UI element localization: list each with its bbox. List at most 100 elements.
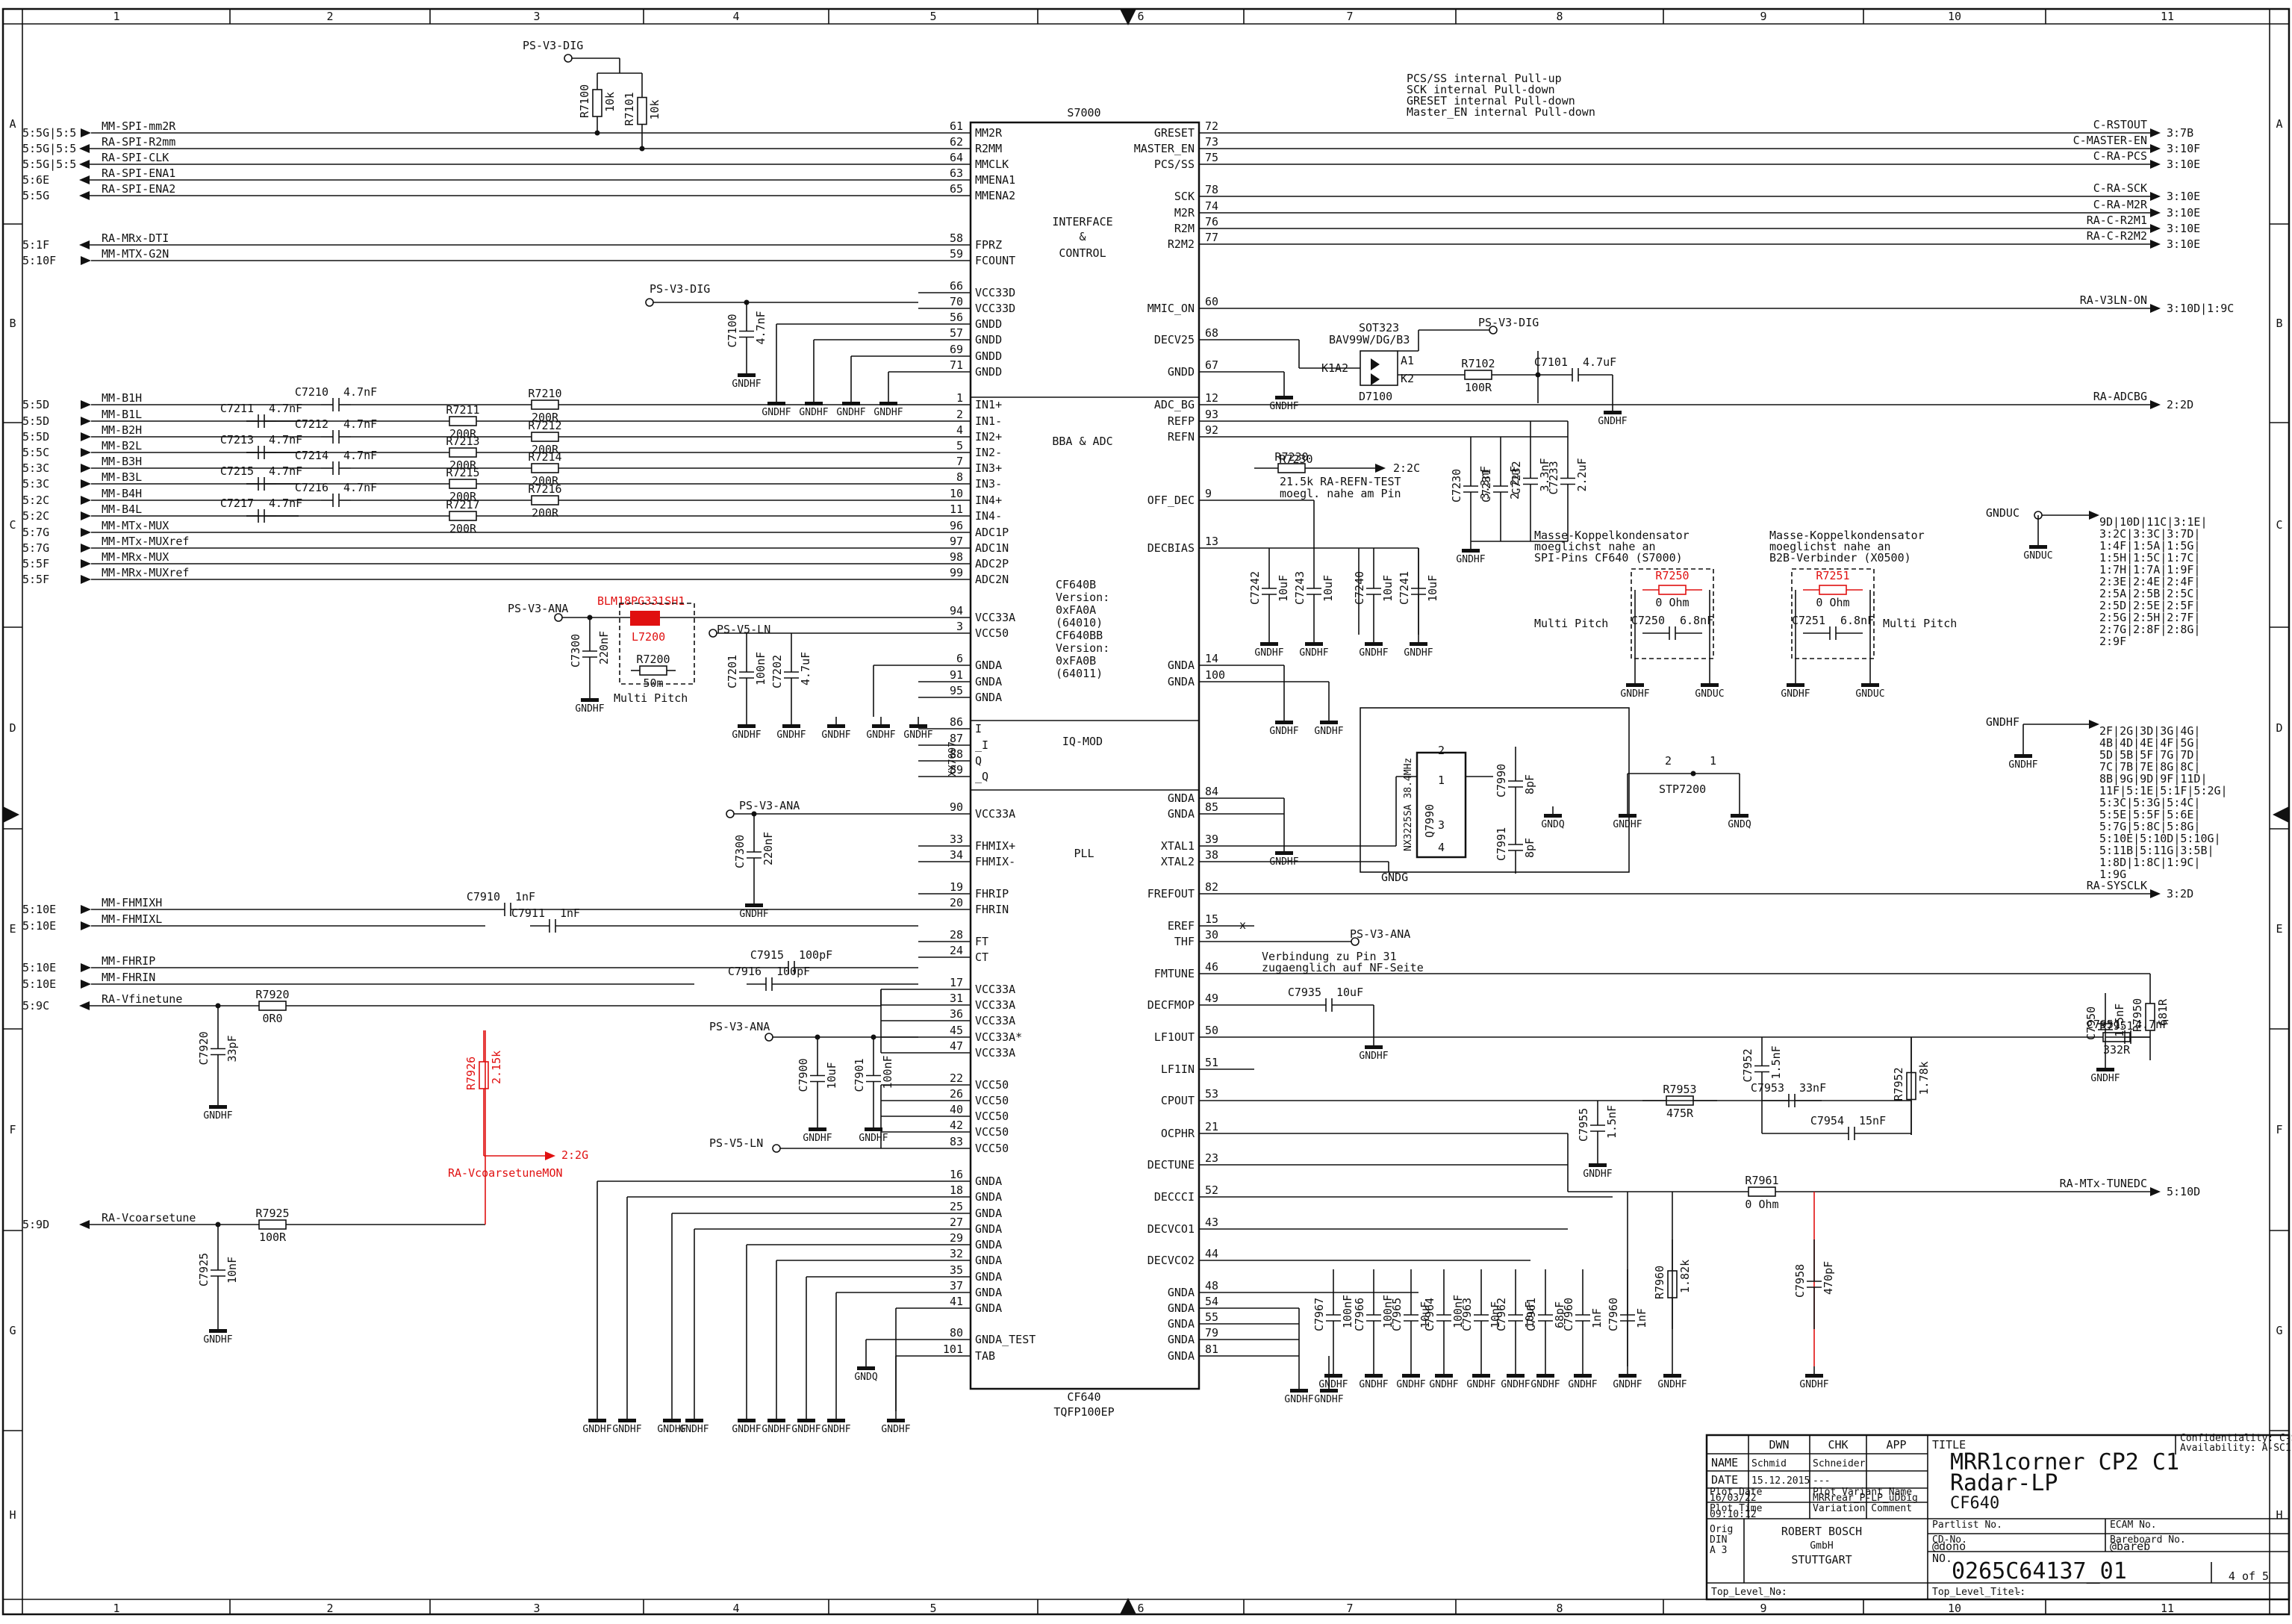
- multi-pitch-label: Multi Pitch: [614, 691, 688, 705]
- pin-name: TAB: [975, 1349, 995, 1363]
- port-arrow: [81, 417, 91, 426]
- sheet-number: 4 of 5: [2229, 1569, 2269, 1583]
- ground-label: GNDHF: [881, 1424, 910, 1435]
- capacitor-ref: C7215: [220, 464, 254, 478]
- refn-note: moegl. nahe am Pin: [1280, 487, 1401, 500]
- resistor-body: [531, 399, 559, 410]
- ground-symbol: [1260, 642, 1278, 646]
- pin-name: GNDA: [1168, 1301, 1195, 1315]
- pin-label: 3: [1438, 818, 1445, 832]
- port-arrow: [2150, 128, 2161, 137]
- pin-name: VCC33A: [975, 998, 1015, 1012]
- title-field-label: NO.: [1932, 1552, 1952, 1565]
- pin-number: 1: [956, 391, 963, 405]
- resistor-body: [1277, 463, 1306, 473]
- column-marker: 9: [1760, 10, 1766, 23]
- pin-number: 71: [950, 358, 963, 372]
- capacitor-value: 1nF: [1635, 1308, 1648, 1328]
- pin-label: 4: [1438, 841, 1445, 854]
- pin-number: 58: [950, 231, 963, 245]
- resistor-body: [449, 447, 477, 458]
- pin-name: IN3-: [975, 477, 1002, 491]
- ground-symbol: [1290, 1389, 1308, 1393]
- pin-number: 81: [1205, 1343, 1218, 1356]
- resistor-ref: R7950: [2131, 998, 2144, 1032]
- pin-name: GNDA: [975, 1270, 1002, 1284]
- capacitor-value: 6.8nF: [1840, 614, 1874, 627]
- title-field-label: Plot Variant Name: [1813, 1487, 1912, 1498]
- pin-name: GNDA: [975, 1207, 1002, 1220]
- diode-symbol: [1371, 373, 1380, 385]
- net-label: RA-C-R2M2: [2087, 229, 2147, 243]
- net-label: MM-MRx-MUXref: [102, 566, 189, 579]
- row-marker: F: [9, 1123, 16, 1136]
- pin-number: 76: [1205, 215, 1218, 228]
- column-marker: 5: [929, 1602, 936, 1615]
- component-ref: D7100: [1359, 390, 1392, 403]
- capacitor-ref: C7991: [1495, 827, 1508, 861]
- capacitor-ref: C7216: [295, 481, 328, 494]
- resistor-ref: R7952: [1892, 1067, 1905, 1101]
- gnd-xref: 2:5A|2:5B|2:5C|: [2099, 587, 2200, 600]
- title-field: A 3: [1710, 1545, 1727, 1556]
- title-field: 16/03/22: [1710, 1493, 1757, 1504]
- resistor-ref: R7925: [255, 1207, 289, 1220]
- gnd-xref: 11F|5:1E|5:1F|5:2G|: [2099, 784, 2228, 797]
- capacitor-ref: C7965: [1390, 1298, 1404, 1331]
- pin-number: 94: [950, 604, 963, 617]
- title-field: @bareb: [2110, 1540, 2150, 1553]
- ground-label: GNDUC: [1855, 688, 1884, 700]
- resistor-value: 0 Ohm: [1816, 596, 1849, 609]
- spi-note: Master_EN internal Pull-down: [1407, 105, 1595, 119]
- port-arrow: [1375, 464, 1386, 473]
- pin-number: 53: [1205, 1087, 1218, 1101]
- ground-label: GNDHF: [1568, 1379, 1597, 1390]
- pin-number: 93: [1205, 408, 1218, 421]
- ground-label: GNDHF: [732, 1424, 761, 1435]
- capacitor-ref: C7901: [853, 1058, 866, 1092]
- pin-name: REFP: [1168, 414, 1195, 428]
- company-name: ROBERT BOSCH: [1781, 1525, 1862, 1538]
- ground-symbol: [738, 373, 756, 377]
- ground-symbol: [1701, 683, 1719, 687]
- power-net-label: PS-V3-DIG: [650, 282, 710, 296]
- resistor-body: [2145, 1003, 2155, 1031]
- pin-number: 28: [950, 928, 963, 942]
- net-sheet-ref: 5:5G|5:5: [22, 142, 76, 155]
- ground-label: GNDUC: [1695, 688, 1724, 700]
- ground-symbol: [209, 1105, 227, 1109]
- pin-name: GNDA: [975, 1301, 1002, 1315]
- capacitor-value: 4.7nF: [269, 402, 302, 415]
- pin-number: 46: [1205, 960, 1218, 974]
- pin-number: 39: [1205, 833, 1218, 846]
- power-terminal: [726, 809, 735, 818]
- capacitor-value: 10uF: [825, 1062, 838, 1089]
- net-label: C-RSTOUT: [2093, 118, 2147, 131]
- resistor-ref: R7217: [446, 498, 479, 511]
- pin-name: GNDD: [975, 333, 1002, 346]
- ground-label: GNDHF: [1284, 1394, 1313, 1405]
- pin-name: VCC33D: [975, 302, 1015, 315]
- resistor-value: 1.78k: [1917, 1061, 1931, 1095]
- pin-name: IN2-: [975, 446, 1002, 459]
- capacitor-value: 4.7uF: [799, 652, 812, 685]
- spi-note: SCK internal Pull-down: [1407, 83, 1555, 96]
- capacitor-value: 33nF: [1799, 1081, 1826, 1095]
- net-label: RA-MTx-TUNEDC: [2060, 1177, 2147, 1190]
- pin-number: 18: [950, 1183, 963, 1197]
- net-label: RA-SPI-R2mm: [102, 135, 175, 149]
- pin-number: 85: [1205, 800, 1218, 814]
- port-arrow: [2089, 720, 2099, 729]
- pin-name: GNDA: [1168, 807, 1195, 821]
- pin-number: 68: [1205, 326, 1218, 340]
- port-arrow: [79, 240, 90, 249]
- capacitor-ref: C7910: [467, 890, 500, 903]
- capacitor-value: 4.7uF: [1583, 355, 1616, 369]
- ground-symbol: [1365, 1045, 1383, 1049]
- ic-version-note: (64010): [1056, 616, 1103, 629]
- net-sheet-ref: 5:5C: [22, 446, 49, 459]
- net-label: RA-Vfinetune: [102, 992, 182, 1006]
- net-label: MM-B1L: [102, 408, 142, 421]
- ground-label: GNDHF: [732, 729, 761, 741]
- capacitor-value: 4.7nF: [2135, 1018, 2169, 1031]
